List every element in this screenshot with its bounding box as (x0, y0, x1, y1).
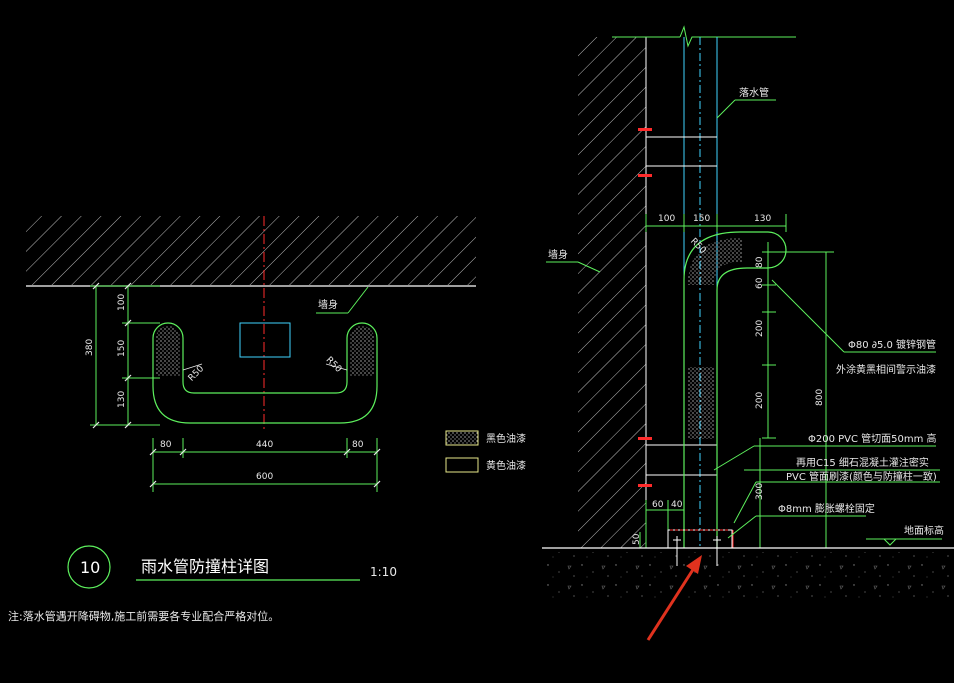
plan-wall-hatch (26, 216, 476, 285)
red-arrow-pointer (646, 555, 702, 641)
plan-radius-right: R50 (324, 355, 344, 375)
detail-title: 雨水管防撞柱详图 (141, 557, 269, 576)
u-guard-outer (152, 322, 378, 424)
annotation-concrete: 再用C15 细石混凝土灌注密实 (796, 456, 929, 469)
plan-wall-label: 墙身 (318, 298, 338, 311)
title-block: 10 雨水管防撞柱详图 1:10 注:落水管遇开降碍物,施工前需要各专业配合严格… (8, 545, 397, 623)
legend: 黑色油漆 黄色油漆 (445, 430, 526, 473)
legend-label-black: 黑色油漆 (486, 432, 526, 445)
plan-dim-total-v: 380 (85, 339, 95, 356)
plan-dim-total-h: 600 (256, 472, 273, 482)
section-dim-r4: 200 (755, 392, 765, 409)
section-view: R50 落水管 墙身 100 150 130 (542, 25, 954, 641)
section-dim-top3: 130 (754, 214, 771, 224)
downpipe-label: 落水管 (739, 86, 769, 99)
section-dim-r1: 80 (755, 256, 765, 268)
annotation-pipe: Φ80 ∂5.0 镀锌钢管 (848, 338, 936, 351)
detail-number-circle (67, 545, 111, 589)
legend-label-yellow: 黄色油漆 (486, 459, 526, 472)
plan-dim-v2: 150 (117, 340, 127, 357)
section-wall-label: 墙身 (548, 248, 568, 261)
section-dim-50: 50 (632, 533, 642, 545)
section-dim-r3: 200 (755, 320, 765, 337)
legend-swatch-yellow (445, 457, 479, 473)
plan-downpipe-box (239, 322, 291, 358)
annotation-pvc-paint: PVC 管面刷漆(颜色与防撞柱一致) (786, 470, 937, 483)
drawing-note: 注:落水管遇开降碍物,施工前需要各专业配合严格对位。 (8, 609, 279, 623)
annotation-pvc: Φ200 PVC 管切面50mm 高 (808, 432, 937, 445)
annotation-ground: 地面标高 (904, 524, 944, 537)
section-guard-pipe (683, 231, 787, 548)
plan-dim-h3: 80 (352, 440, 364, 450)
detail-scale: 1:10 (370, 565, 397, 579)
section-dim-300: 300 (755, 483, 765, 500)
section-dim-r2: 60 (755, 277, 765, 289)
legend-swatch-black (445, 430, 479, 446)
section-dim-b1: 60 (652, 500, 664, 510)
detail-number: 10 (80, 558, 100, 577)
annotation-bolt: Φ8mm 膨胀螺栓固定 (778, 502, 875, 515)
plan-dim-h1: 80 (160, 440, 172, 450)
plan-view: R50 R50 墙身 380 100 150 130 (26, 216, 476, 492)
section-dim-top1: 100 (658, 214, 675, 224)
plan-dim-v3: 130 (117, 391, 127, 408)
plan-dim-v1: 100 (117, 294, 127, 311)
annotation-paint: 外涂黄黑相间警示油漆 (836, 363, 936, 376)
plan-dim-h2: 440 (256, 440, 273, 450)
section-dim-total: 800 (815, 389, 825, 406)
section-dim-top2: 150 (693, 214, 710, 224)
ground-texture (542, 552, 954, 600)
section-wall-hatch (578, 37, 646, 548)
section-dim-b2: 40 (671, 500, 683, 510)
plan-radius-left: R50 (187, 364, 207, 384)
